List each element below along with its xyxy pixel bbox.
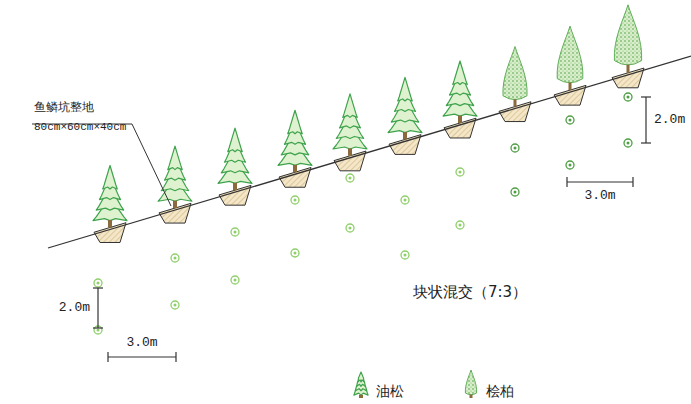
pit-label: 80cm×60cm×40cm [34,121,126,133]
pine-tree [388,77,422,139]
dimension-label: 2.0m [654,113,685,127]
slope-line [48,56,691,248]
juniper-tree [614,5,641,73]
leader-line [32,124,171,206]
dimension-label: 3.0m [584,189,615,203]
mixing-note: 块状混交（7:3） [413,284,527,301]
dimension-label: 3.0m [126,336,157,350]
pine-tree [278,110,312,172]
pine-tree [93,165,127,227]
dimension-mark [93,97,651,362]
pine-tree [218,128,252,190]
legend-juniper-icon [465,370,476,398]
pine-tree [158,146,192,208]
juniper-tree [503,47,527,107]
legend-text: 桧柏 [486,384,514,399]
pine-tree [443,61,477,123]
pit-label: 鱼鳞坑整地 [34,101,94,114]
legend-text: 油松 [376,384,404,399]
pine-planting-dot [94,168,464,334]
pine-tree [333,94,367,156]
juniper-tree [557,26,583,90]
legend-pine-icon [354,372,368,398]
dimension-label: 2.0m [59,301,90,315]
